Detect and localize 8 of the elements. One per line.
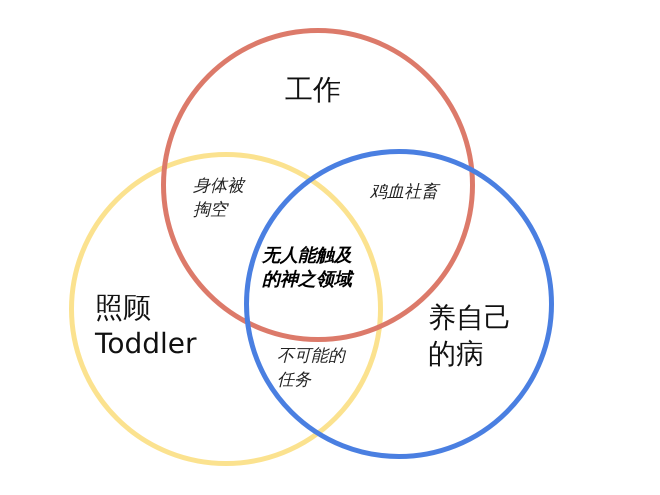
circle-title: 照顾 Toddler bbox=[95, 290, 198, 362]
region-label: 无人能触及的神之领域 bbox=[262, 244, 358, 292]
venn-circle bbox=[244, 149, 554, 459]
circle-title: 工作 bbox=[285, 72, 342, 108]
region-label: 鸡血社畜 bbox=[370, 180, 460, 204]
circle-title: 养自己的病 bbox=[428, 300, 513, 372]
region-label: 不可能的任务 bbox=[277, 345, 348, 392]
region-label: 身体被掏空 bbox=[193, 175, 246, 222]
